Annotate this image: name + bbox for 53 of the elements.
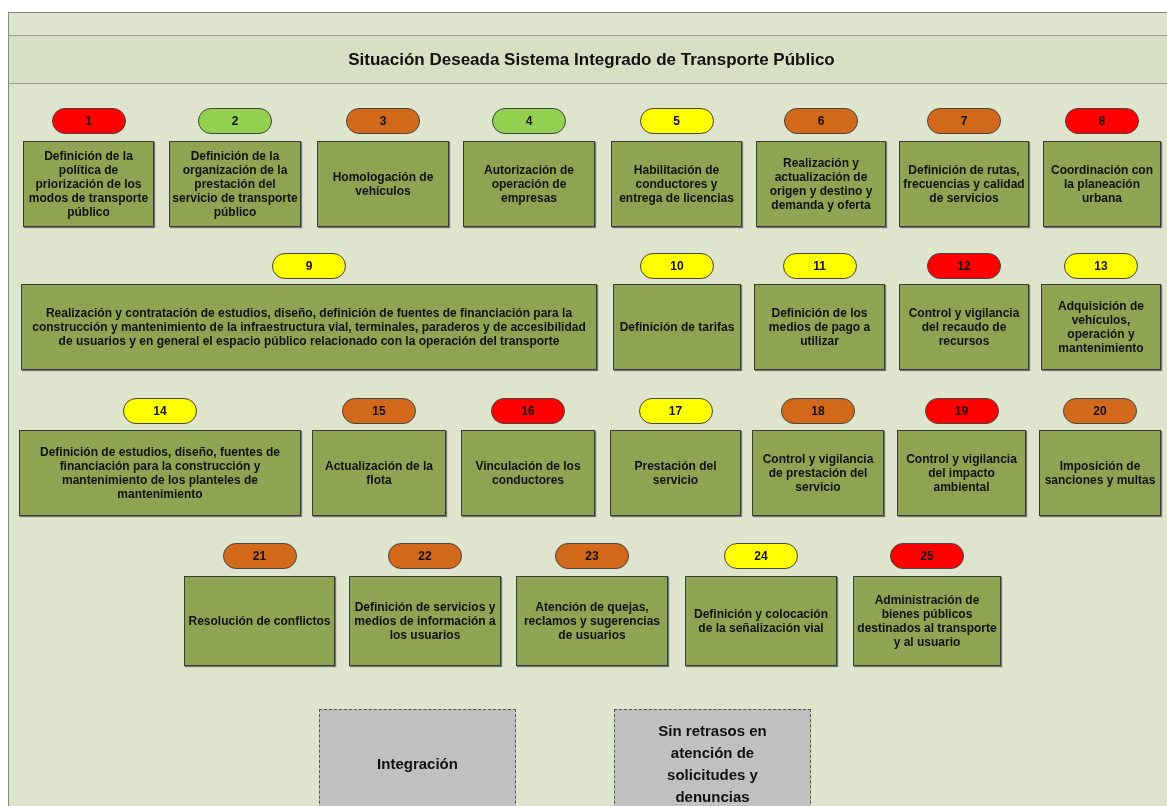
- number-badge: 17: [638, 398, 713, 424]
- number-badge: 7: [927, 108, 1001, 134]
- number-badge: 23: [555, 543, 629, 569]
- number-badge: 4: [492, 108, 566, 134]
- number-badge: 15: [342, 398, 416, 424]
- number-badge: 18: [781, 398, 855, 424]
- number-badge: 10: [640, 253, 714, 279]
- number-badge: 3: [346, 108, 420, 134]
- number-badge: 8: [1065, 108, 1139, 134]
- activity-box: Definición de la política de priorización de los modos de transporte público: [23, 141, 154, 227]
- activity-box: Definición de estudios, diseño, fuentes de financiación para la construcción y mantenimiento de los planteles de mantenimiento: [19, 430, 301, 516]
- activity-box: Definición de los medios de pago a utilizar: [754, 284, 885, 370]
- number-badge: 25: [890, 543, 964, 569]
- number-badge: 20: [1063, 398, 1137, 424]
- number-badge: 6: [784, 108, 858, 134]
- activity-box: Atención de quejas, reclamos y sugerencias de usuarios: [516, 576, 668, 666]
- activity-box: Definición de tarifas: [613, 284, 741, 370]
- number-badge: 1: [51, 108, 126, 134]
- outcome-box: Sin retrasos en atención de solicitudes y denuncias: [614, 709, 811, 806]
- activity-box: Definición de rutas, frecuencias y calidad de servicios: [899, 141, 1029, 227]
- number-badge: 16: [491, 398, 565, 424]
- activity-box: Autorización de operación de empresas: [463, 141, 595, 227]
- activity-box: Imposición de sanciones y multas: [1039, 430, 1161, 516]
- activity-box: Control y vigilancia del impacto ambiental: [897, 430, 1026, 516]
- activity-box: Homologación de vehículos: [317, 141, 449, 227]
- number-badge: 24: [724, 543, 798, 569]
- activity-box: Realización y contratación de estudios, diseño, definición de fuentes de financiación para la construcción y mantenimiento de la infraestructura vial, terminales, paraderos y de accesibilidad de usuarios y en general el espacio público relacionado con la operación del transporte: [21, 284, 597, 370]
- number-badge: 21: [222, 543, 297, 569]
- number-badge: 2: [198, 108, 272, 134]
- activity-box: Prestación del servicio: [610, 430, 741, 516]
- number-badge: 22: [388, 543, 462, 569]
- number-badge: 13: [1064, 253, 1138, 279]
- activity-box: Habilitación de conductores y entrega de licencias: [611, 141, 742, 227]
- title-banner: Situación Deseada Sistema Integrado de Transporte Público: [9, 35, 1167, 84]
- number-badge: 14: [123, 398, 197, 424]
- activity-box: Realización y actualización de origen y destino y demanda y oferta: [756, 141, 886, 227]
- activity-box: Definición y colocación de la señalización vial: [685, 576, 837, 666]
- number-badge: 9: [272, 253, 346, 279]
- activity-box: Control y vigilancia del recaudo de recursos: [899, 284, 1029, 370]
- activity-box: Coordinación con la planeación urbana: [1043, 141, 1161, 227]
- activity-box: Actualización de la flota: [312, 430, 446, 516]
- activity-box: Administración de bienes públicos destinados al transporte y al usuario: [853, 576, 1001, 666]
- activity-box: Definición de servicios y medios de información a los usuarios: [349, 576, 501, 666]
- number-badge: 5: [639, 108, 714, 134]
- number-badge: 19: [924, 398, 999, 424]
- number-badge: 11: [782, 253, 857, 279]
- activity-box: Definición de la organización de la prestación del servicio de transporte público: [169, 141, 301, 227]
- number-badge: 12: [927, 253, 1001, 279]
- activity-box: Adquisición de vehículos, operación y mantenimiento: [1041, 284, 1161, 370]
- activity-box: Resolución de conflictos: [184, 576, 335, 666]
- outcome-box: Integración: [319, 709, 516, 806]
- activity-box: Control y vigilancia de prestación del servicio: [752, 430, 884, 516]
- activity-box: Vinculación de los conductores: [461, 430, 595, 516]
